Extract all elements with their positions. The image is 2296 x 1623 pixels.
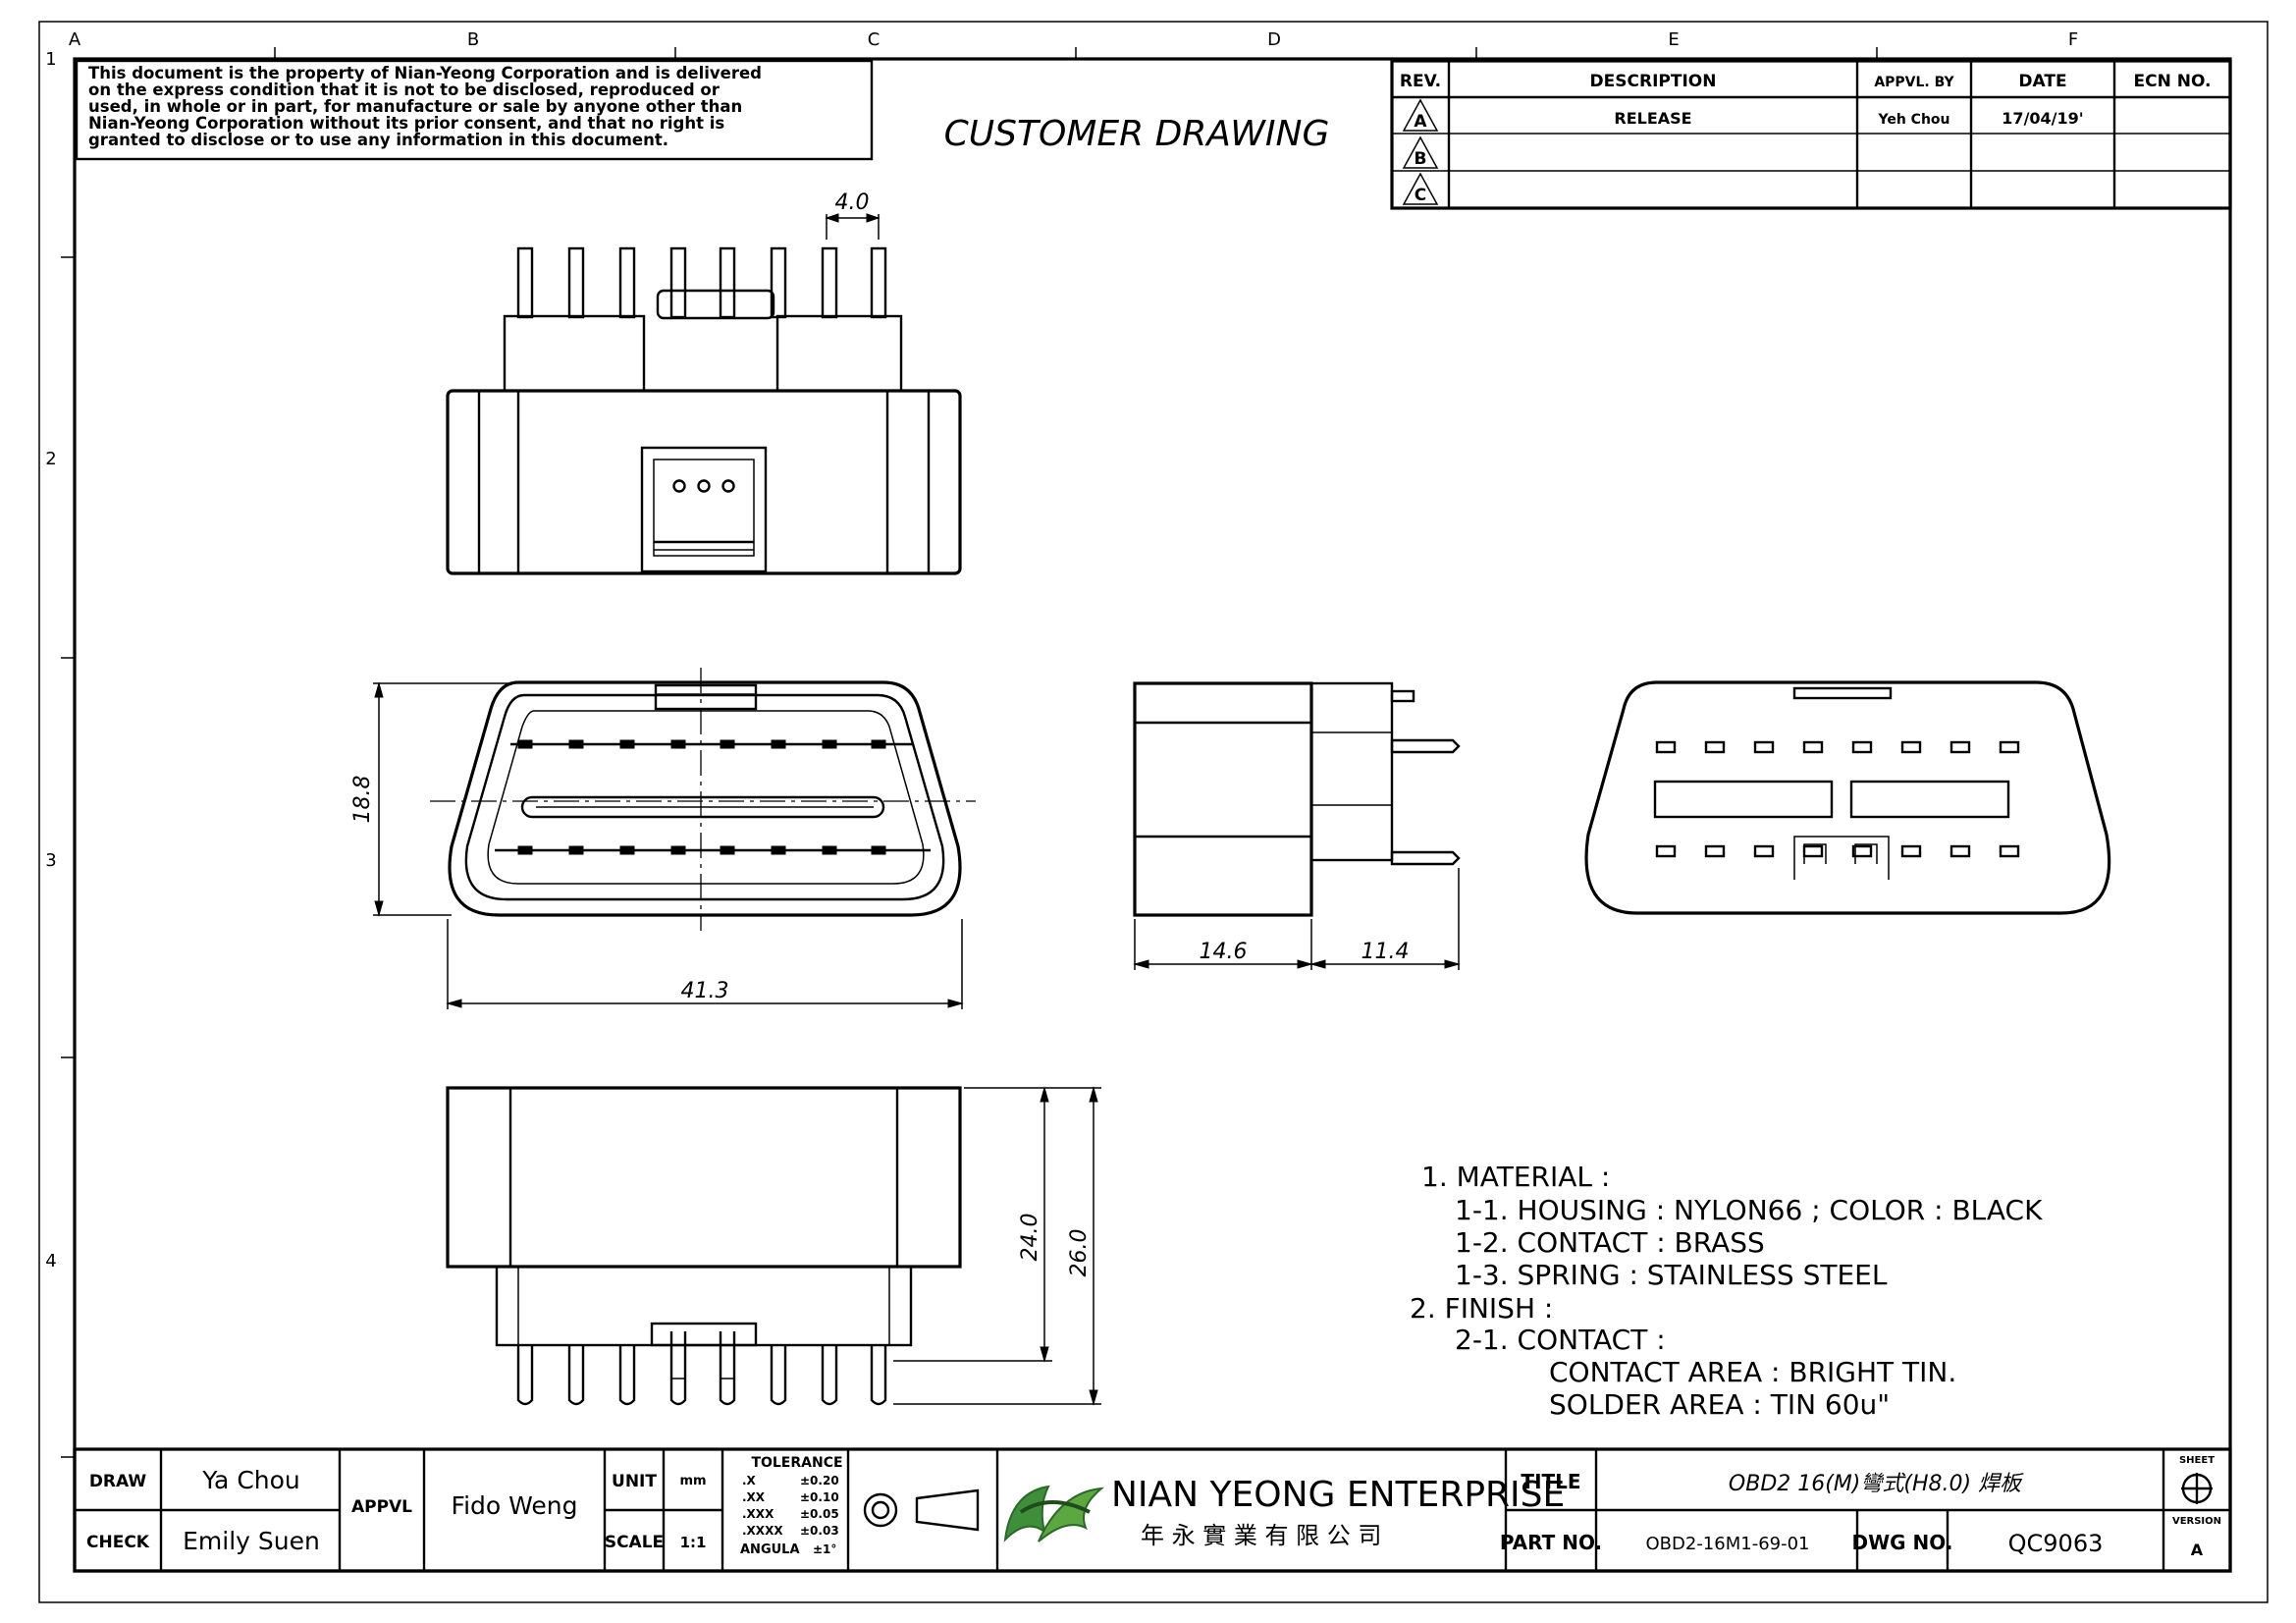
zone-row-2: 2 <box>45 449 56 469</box>
note-line: 1-1. HOUSING : NYLON66 ; COLOR : BLACK <box>1455 1194 2043 1226</box>
front-view-upper-pins <box>517 739 886 749</box>
zone-col-f: F <box>2068 29 2078 50</box>
revision-triangle-icon <box>1402 98 1439 205</box>
confidentiality-notice: This document is the property of Nian-Ye… <box>75 59 874 161</box>
side-pin-dimension: 11.4 <box>1362 940 1410 964</box>
zone-row-1: 1 <box>45 49 56 70</box>
title-label: TITLE <box>1521 1470 1580 1493</box>
drawing-number-label: DWG NO. <box>1852 1531 1953 1554</box>
zone-row-4: 4 <box>45 1251 56 1271</box>
material-notes: 1. MATERIAL : 1-1. HOUSING : NYLON66 ; C… <box>1410 1161 2043 1421</box>
rear-view-upper-contacts <box>1655 740 2020 754</box>
part-title: OBD2 16(M)彎式(H8.0) 焊板 <box>1729 1472 2024 1496</box>
scale-value: 1:1 <box>680 1534 707 1551</box>
front-view: 18.8 41.3 <box>350 668 976 1009</box>
tolerance-key: .XXXX <box>742 1524 783 1538</box>
rev-b: B <box>1415 149 1427 169</box>
date-header: DATE <box>2018 72 2066 91</box>
third-angle-projection-icon <box>863 1488 980 1532</box>
bottom-total-dimension: 26.0 <box>1067 1229 1092 1277</box>
rear-view-lower-contacts <box>1655 844 2020 858</box>
title-block: DRAW CHECK APPVL UNIT mm SCALE 1:1 Ya Ch… <box>73 1447 2232 1573</box>
company-name-chinese: 年 永 實 業 有 限 公 司 <box>1141 1522 1381 1549</box>
zone-col-d: D <box>1267 29 1281 50</box>
tolerance-value: ±0.20 <box>800 1474 839 1488</box>
note-line: CONTACT AREA : BRIGHT TIN. <box>1549 1356 1956 1388</box>
bottom-view: 24.0 26.0 <box>446 1086 1101 1406</box>
note-line: 1. MATERIAL : <box>1421 1161 1610 1193</box>
rear-view <box>1584 680 2111 915</box>
rev-a-description: RELEASE <box>1614 109 1691 128</box>
front-view-lower-pins <box>517 845 886 855</box>
bottom-view-pins <box>516 1331 887 1406</box>
zone-col-c: C <box>868 29 881 50</box>
company-name: NIAN YEONG ENTERPRISE <box>1111 1475 1565 1515</box>
side-view: 14.6 11.4 <box>1133 681 1461 970</box>
rev-c: C <box>1415 186 1426 205</box>
rev-a-date: 17/04/19' <box>2002 109 2083 128</box>
rev-header: REV. <box>1400 72 1441 91</box>
draw-name: Ya Chou <box>201 1466 300 1494</box>
tolerance-key: .X <box>742 1474 757 1488</box>
note-line: SOLDER AREA : TIN 60u" <box>1549 1388 1890 1421</box>
tolerance-value: ±0.05 <box>800 1507 839 1521</box>
tolerance-key: .XXX <box>742 1507 774 1521</box>
note-line: 1-3. SPRING : STAINLESS STEEL <box>1455 1259 1888 1291</box>
angular-value: ±1° <box>813 1542 836 1556</box>
check-label: CHECK <box>86 1533 150 1552</box>
notice-line: used, in whole or in part, for manufactu… <box>88 97 742 116</box>
side-body-dimension: 14.6 <box>1200 940 1248 964</box>
drawing-number: QC9063 <box>2008 1530 2104 1557</box>
tolerance-value: ±0.10 <box>800 1490 839 1504</box>
part-number: OBD2-16M1-69-01 <box>1645 1534 1809 1554</box>
notice-line: granted to disclose or to use any inform… <box>88 131 668 149</box>
check-name: Emily Suen <box>183 1527 320 1555</box>
top-view-pins <box>516 246 887 319</box>
tolerance-value: ±0.03 <box>800 1524 839 1538</box>
width-dimension: 41.3 <box>681 979 729 1003</box>
height-dimension: 18.8 <box>350 776 375 824</box>
version-label: VERSION <box>2172 1516 2221 1527</box>
note-line: 2. FINISH : <box>1410 1292 1553 1325</box>
pitch-dimension: 4.0 <box>835 190 870 215</box>
version-value: A <box>2191 1541 2204 1559</box>
zone-row-3: 3 <box>45 850 56 871</box>
description-header: DESCRIPTION <box>1590 72 1717 91</box>
draw-label: DRAW <box>89 1472 147 1491</box>
tolerance-block: TOLERANCE .X ±0.20 .XX ±0.10 .XXX ±0.05 … <box>740 1455 843 1557</box>
notice-line: on the express condition that it is not … <box>88 81 721 99</box>
appvl-label: APPVL <box>351 1497 412 1517</box>
zone-col-e: E <box>1668 29 1679 50</box>
unit-label: UNIT <box>612 1472 657 1491</box>
company-logo-icon <box>1003 1485 1105 1542</box>
tolerance-key: .XX <box>742 1490 766 1504</box>
rev-a-approved-by: Yeh Chou <box>1877 112 1949 128</box>
zone-ticks <box>61 47 1878 1458</box>
unit-value: mm <box>679 1474 706 1488</box>
appvl-name: Fido Weng <box>452 1491 578 1520</box>
notice-line: This document is the property of Nian-Ye… <box>88 64 762 82</box>
zone-col-a: A <box>69 29 81 50</box>
rev-a: A <box>1414 112 1427 132</box>
top-view: 4.0 <box>446 190 962 575</box>
revision-table: REV. DESCRIPTION APPVL. BY DATE ECN NO. … <box>1390 59 2232 210</box>
note-line: 1-2. CONTACT : BRASS <box>1455 1226 1765 1259</box>
zone-labels: A B C D E F 1 2 3 4 <box>45 29 2078 1271</box>
sheet-target-icon <box>2181 1473 2213 1504</box>
part-number-label: PART NO. <box>1500 1531 1602 1554</box>
tolerance-title: TOLERANCE <box>751 1455 842 1471</box>
ecn-header: ECN NO. <box>2134 72 2212 91</box>
drawing-title: CUSTOMER DRAWING <box>944 114 1330 154</box>
bottom-inner-dimension: 24.0 <box>1018 1214 1042 1262</box>
notice-line: Nian-Yeong Corporation without its prior… <box>88 114 724 133</box>
scale-label: SCALE <box>605 1533 664 1552</box>
angular-label: ANGULA <box>740 1542 800 1557</box>
sheet-label: SHEET <box>2179 1455 2215 1466</box>
approved-by-header: APPVL. BY <box>1874 75 1954 90</box>
note-line: 2-1. CONTACT : <box>1455 1324 1666 1356</box>
zone-col-b: B <box>467 29 479 50</box>
